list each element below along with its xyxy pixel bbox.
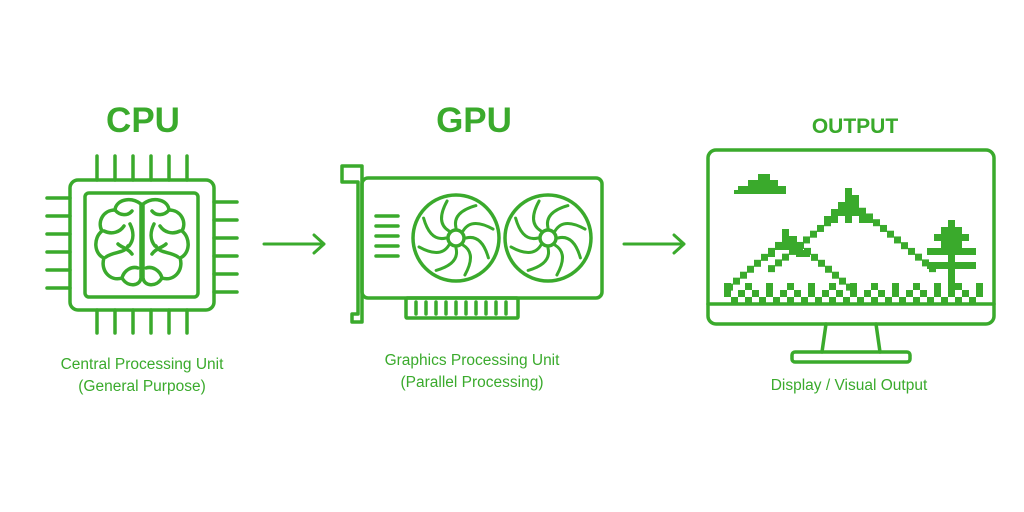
gpu-caption-line2: (Parallel Processing): [400, 374, 544, 391]
cpu-caption: Central Processing Unit (General Purpose…: [20, 354, 264, 398]
arrow-right-icon: [622, 233, 686, 255]
cpu-caption-line1: Central Processing Unit: [60, 356, 224, 373]
monitor-pixel-landscape-icon: [706, 148, 996, 364]
arrow-right-icon: [262, 233, 326, 255]
cpu-caption-line2: (General Purpose): [78, 378, 206, 395]
cpu-title: CPU: [106, 101, 180, 140]
output-caption: Display / Visual Output: [724, 375, 974, 397]
output-title: OUTPUT: [811, 115, 899, 138]
gpu-caption-line1: Graphics Processing Unit: [384, 352, 560, 369]
output-caption-text: Display / Visual Output: [770, 377, 928, 394]
gpu-title: GPU: [436, 101, 512, 140]
brain-chip-icon: [45, 154, 239, 335]
gpu-caption: Graphics Processing Unit (Parallel Proce…: [340, 350, 604, 394]
graphics-card-icon: [340, 164, 604, 324]
